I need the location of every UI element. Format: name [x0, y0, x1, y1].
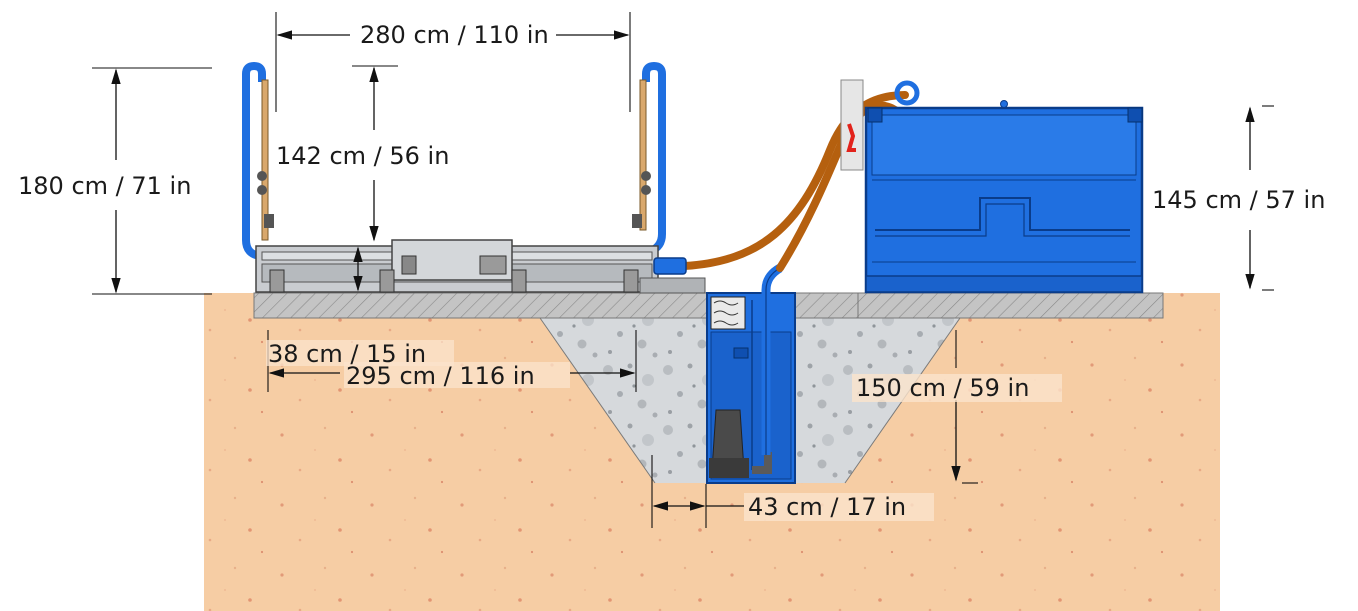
machine-unit	[242, 61, 706, 294]
pit-slab-gap	[794, 292, 859, 319]
label-top-width: 280 cm / 110 in	[360, 21, 549, 49]
pump-pit	[706, 264, 796, 484]
label-small-width: 38 cm / 15 in	[268, 340, 426, 368]
hose-left	[680, 91, 909, 270]
label-inner-height: 142 cm / 56 in	[276, 142, 449, 170]
hose-hook	[894, 80, 920, 106]
left-slab	[253, 292, 708, 319]
right-slab	[857, 292, 1164, 319]
dimension-labels: 280 cm / 110 in 180 cm / 71 in 142 cm / …	[18, 21, 1325, 521]
dimension-lines	[92, 12, 1274, 528]
label-pit-width: 43 cm / 17 in	[748, 493, 906, 521]
label-base-width: 295 cm / 116 in	[346, 362, 535, 390]
hose-hanger	[840, 79, 864, 171]
outlet-coupling	[653, 257, 687, 275]
label-pit-depth: 150 cm / 59 in	[856, 374, 1029, 402]
label-total-height: 180 cm / 71 in	[18, 172, 191, 200]
label-tank-height: 145 cm / 57 in	[1152, 186, 1325, 214]
tank-unit	[840, 79, 1144, 294]
